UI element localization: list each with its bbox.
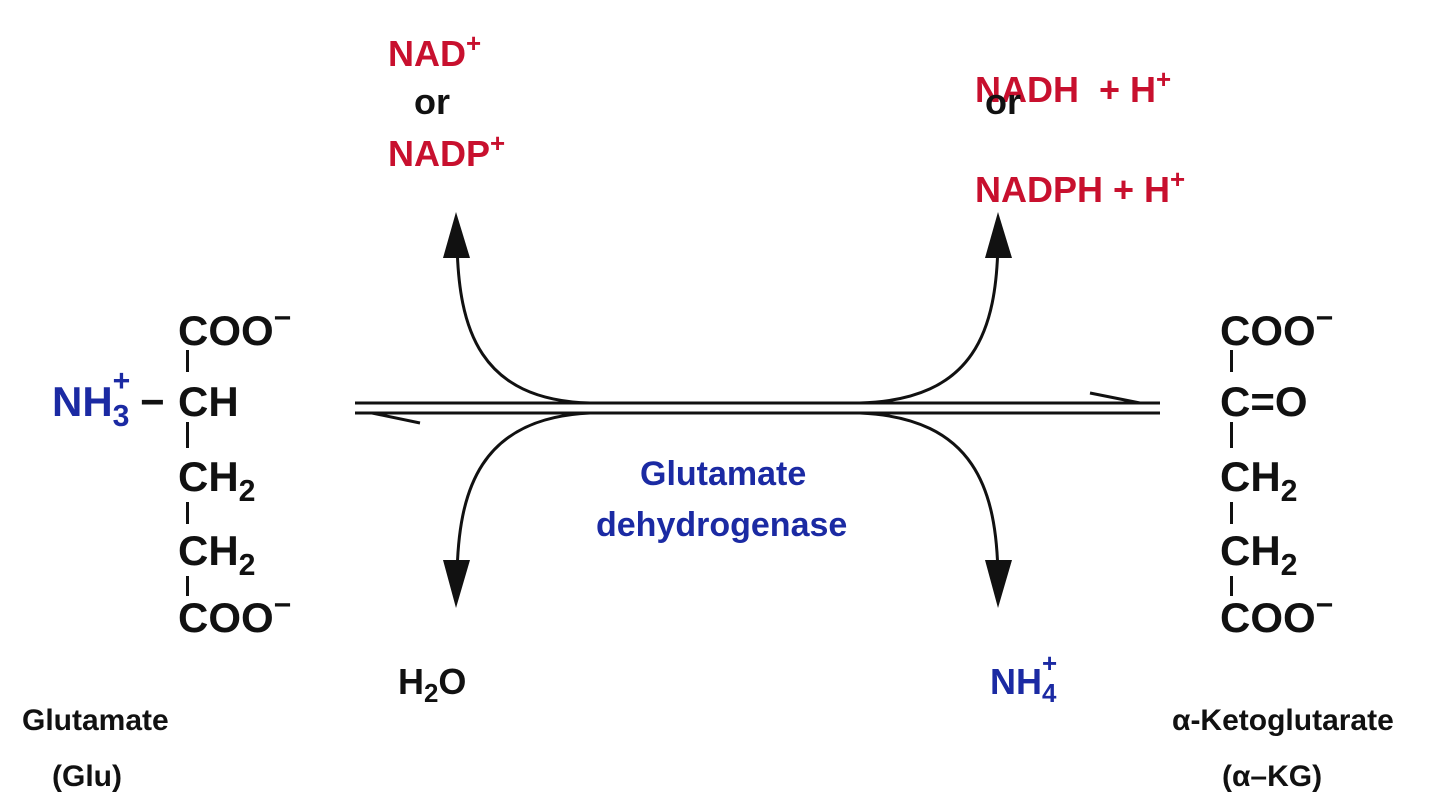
glutamate-coo-top: COO− [178,302,292,354]
reverse-arrow-head [355,411,421,425]
ammonium-label: NH+4 [990,650,1058,709]
curve-to-ammonium-arrow-head [985,560,1012,608]
nadph-label: NADPH + H+ [975,165,1186,210]
glutamate-bond-1 [186,350,189,372]
glutamate-bond-4 [186,576,189,596]
akg-carbonyl: C=O [1220,378,1308,425]
glutamate-beta-ch2: CH2 [178,453,256,508]
glutamate-abbr: (Glu) [52,760,122,793]
nadh-label: NADH + H+ [975,65,1172,110]
glutamate-alpha-carbon: CH [178,378,239,425]
nad-or-label: or [414,81,450,122]
nadp-label: NADP+ [388,129,506,174]
glutamate-bond-2 [186,422,189,448]
nad-label: NAD+ [388,29,482,74]
akg-coo-top: COO− [1220,302,1334,354]
glutamate-coo-bottom: COO− [178,589,292,641]
glutamate-amino-bond: − [140,378,165,425]
akg-bond-1 [1230,350,1233,372]
akg-coo-bottom: COO− [1220,589,1334,641]
akg-gamma-ch2: CH2 [1220,527,1298,582]
curve-to-nad-arrow [455,239,591,405]
curve-to-water-arrow [455,411,591,579]
nadh-or-label: or [985,81,1021,122]
glutamate-amino-group: NH+3 [52,365,131,433]
akg-bond-4 [1230,576,1233,596]
akg-beta-ch2: CH2 [1220,453,1298,508]
akg-name: α-Ketoglutarate [1172,704,1394,737]
glutamate-gamma-ch2: CH2 [178,527,256,582]
curve-to-ammonium-arrow [859,411,1000,579]
water-label: H2O [398,661,467,709]
akg-bond-3 [1230,502,1233,524]
enzyme-name-line2: dehydrogenase [596,506,848,544]
akg-abbr: (α–KG) [1222,760,1323,793]
curve-to-nad-arrow-head [443,212,470,258]
enzyme-name-line1: Glutamate [640,455,807,493]
curve-to-nadh-arrow [859,239,1000,405]
curve-to-water-arrow-head [443,560,470,608]
forward-arrow-head [1089,391,1160,405]
glutamate-name: Glutamate [22,704,169,737]
glutamate-bond-3 [186,502,189,524]
curve-to-nadh-arrow-head [985,212,1012,258]
akg-bond-2 [1230,422,1233,448]
